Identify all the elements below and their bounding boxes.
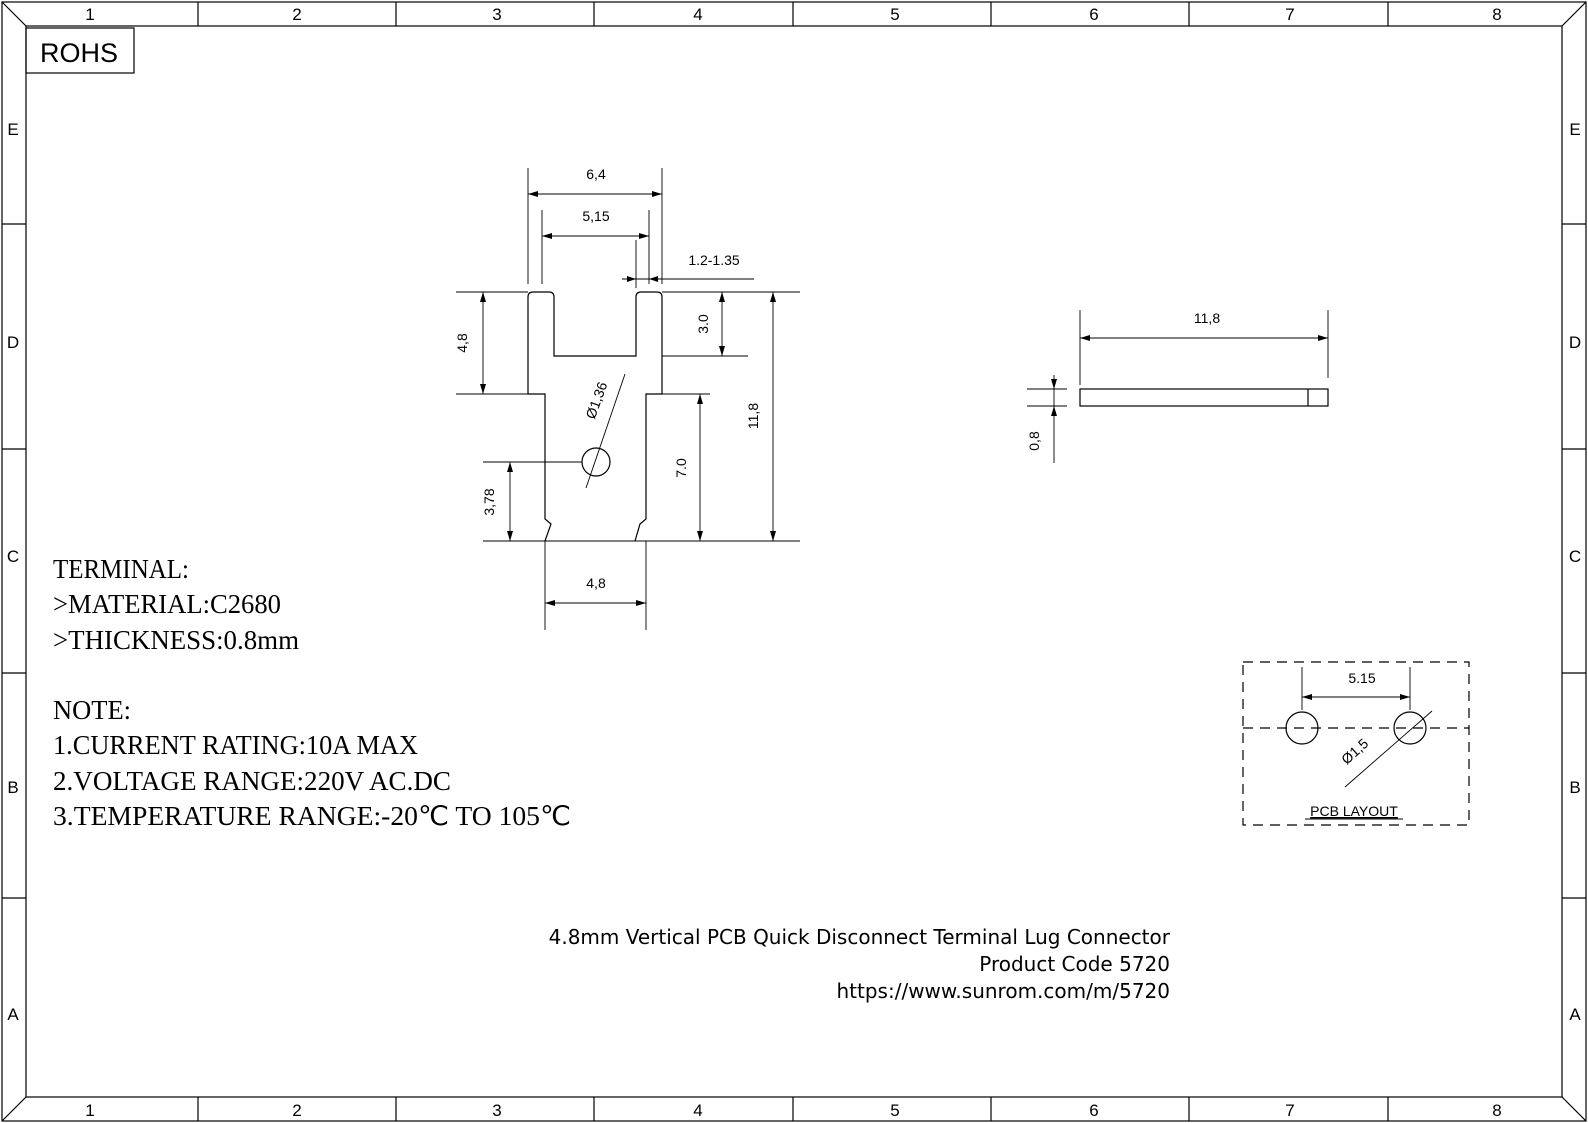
dim-slot-depth: 3.0 [695, 314, 711, 334]
col-label-bottom-1: 1 [85, 1101, 94, 1120]
row-label-right-E: E [1569, 120, 1580, 139]
col-label-top-1: 1 [85, 5, 94, 24]
rohs-badge: ROHS [25, 27, 135, 74]
dim-side-thickness: 0,8 [1026, 431, 1042, 451]
dim-prong-thickness: 1.2-1.35 [688, 252, 740, 268]
col-label-top-5: 5 [890, 5, 899, 24]
note-current-rating: 1.CURRENT RATING:10A MAX [53, 730, 418, 760]
material-spec: TERMINAL: >MATERIAL:C2680 >THICKNESS:0.8… [53, 554, 299, 655]
col-label-top-3: 3 [492, 5, 501, 24]
product-name: 4.8mm Vertical PCB Quick Disconnect Term… [549, 925, 1171, 949]
dim-hole-diameter: Ø1,36 [582, 379, 610, 421]
note-temperature-range: 3.TEMPERATURE RANGE:-20℃ TO 105℃ [53, 801, 571, 831]
col-label-bottom-3: 3 [492, 1101, 501, 1120]
pcb-layout-label: PCB LAYOUT [1310, 803, 1398, 819]
dim-slot-width: 5,15 [582, 208, 609, 224]
row-label-right-D: D [1569, 333, 1581, 352]
col-label-top-2: 2 [292, 5, 301, 24]
note-heading: NOTE: [53, 695, 131, 725]
pcb-hole-right [1393, 711, 1427, 745]
terminal-outline [527, 291, 663, 542]
spec-material: >MATERIAL:C2680 [53, 589, 281, 619]
row-label-right-B: B [1569, 778, 1580, 797]
product-url: https://www.sunrom.com/m/5720 [837, 979, 1171, 1003]
row-label-left-C: C [7, 547, 19, 566]
terminal-side-view: 11,8 0,8 [1026, 310, 1329, 463]
dim-overall-width: 6,4 [586, 166, 606, 182]
pcb-layout: 5.15 Ø1,5 PCB LAYOUT [1242, 661, 1470, 826]
rohs-label: ROHS [40, 38, 118, 68]
col-label-bottom-2: 2 [292, 1101, 301, 1120]
col-label-bottom-6: 6 [1089, 1101, 1098, 1120]
row-label-right-C: C [1569, 547, 1581, 566]
side-profile [1079, 388, 1329, 407]
dim-side-length: 11,8 [1194, 310, 1220, 326]
col-label-top-6: 6 [1089, 5, 1098, 24]
row-label-left-E: E [7, 120, 18, 139]
dim-hole-height: 3,78 [481, 488, 497, 515]
inner-border [25, 25, 1563, 1098]
notes: NOTE: 1.CURRENT RATING:10A MAX 2.VOLTAGE… [53, 695, 571, 831]
dim-lower-height: 7.0 [673, 458, 689, 478]
pcb-hole-left [1285, 711, 1319, 745]
row-label-right-A: A [1569, 1005, 1581, 1024]
dim-total-height: 11,8 [745, 403, 761, 429]
dim-upper-height: 4,8 [454, 333, 470, 353]
col-label-top-8: 8 [1492, 5, 1501, 24]
col-label-top-4: 4 [693, 5, 702, 24]
pcb-layout-boundary [1242, 661, 1470, 826]
note-voltage-range: 2.VOLTAGE RANGE:220V AC.DC [53, 766, 451, 796]
row-label-left-D: D [7, 333, 19, 352]
row-label-left-B: B [7, 778, 18, 797]
terminal-front-view: 6,4 5,15 1.2-1.35 4,8 3,78 3.0 [454, 166, 800, 630]
row-label-left-A: A [7, 1005, 19, 1024]
spec-terminal-heading: TERMINAL: [53, 554, 189, 584]
product-code: Product Code 5720 [979, 952, 1170, 976]
title-block: 4.8mm Vertical PCB Quick Disconnect Term… [549, 925, 1171, 1003]
col-label-bottom-5: 5 [890, 1101, 899, 1120]
dim-base-width: 4,8 [586, 575, 606, 591]
spec-thickness: >THICKNESS:0.8mm [53, 625, 299, 655]
terminal-hole [581, 447, 611, 477]
dim-pcb-pitch: 5.15 [1348, 670, 1375, 686]
dim-pcb-hole: Ø1,5 [1338, 735, 1371, 767]
col-label-bottom-8: 8 [1492, 1101, 1501, 1120]
col-label-bottom-7: 7 [1285, 1101, 1294, 1120]
col-label-top-7: 7 [1285, 5, 1294, 24]
col-label-bottom-4: 4 [693, 1101, 702, 1120]
